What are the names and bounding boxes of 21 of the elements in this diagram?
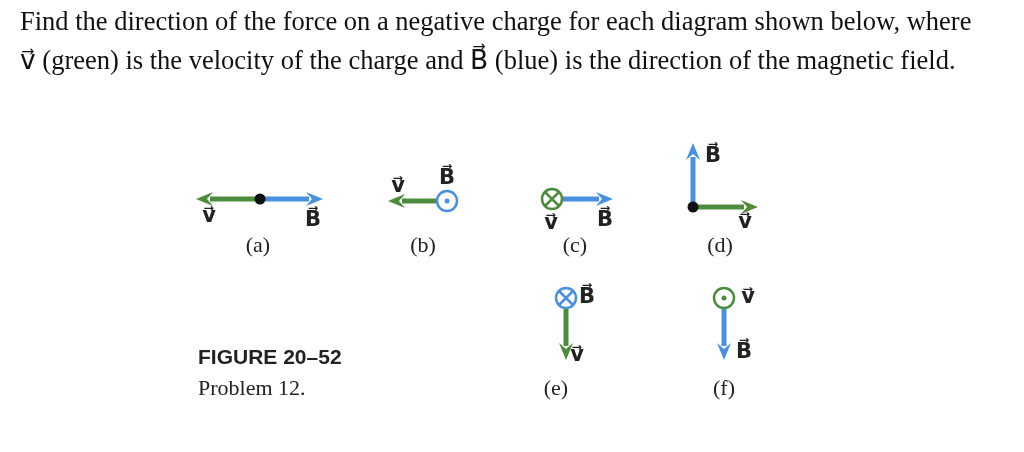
- vector-label: B⃗: [705, 144, 721, 168]
- vector-label: v⃗: [202, 204, 216, 228]
- panel-label: (c): [562, 232, 588, 258]
- vector-label: v⃗: [738, 210, 752, 234]
- panel-label: (e): [543, 375, 569, 401]
- panel-label: (a): [245, 232, 271, 258]
- vector-label: B⃗: [736, 340, 752, 364]
- figure-number: FIGURE 20–52: [198, 345, 342, 369]
- vector-label: v⃗: [570, 343, 584, 367]
- panel-label: (b): [410, 232, 436, 258]
- vector-label: v⃗: [741, 285, 755, 309]
- vector-label: v⃗: [391, 174, 405, 198]
- panel-label: (d): [707, 232, 733, 258]
- vector-label: B⃗: [597, 208, 613, 232]
- vector-label: B⃗: [305, 208, 321, 232]
- vector-label: v⃗: [544, 211, 558, 235]
- problem-reference: Problem 12.: [198, 375, 306, 401]
- vector-label: B⃗: [579, 285, 595, 309]
- question-text: Find the direction of the force on a negative charge for each diagram shown below, where v⃗ (green) is the velocity of the charge and B⃗ (blue) is the direction of the magnetic field.: [20, 5, 973, 77]
- vector-label: B⃗: [439, 166, 455, 190]
- panel-label: (f): [713, 375, 735, 401]
